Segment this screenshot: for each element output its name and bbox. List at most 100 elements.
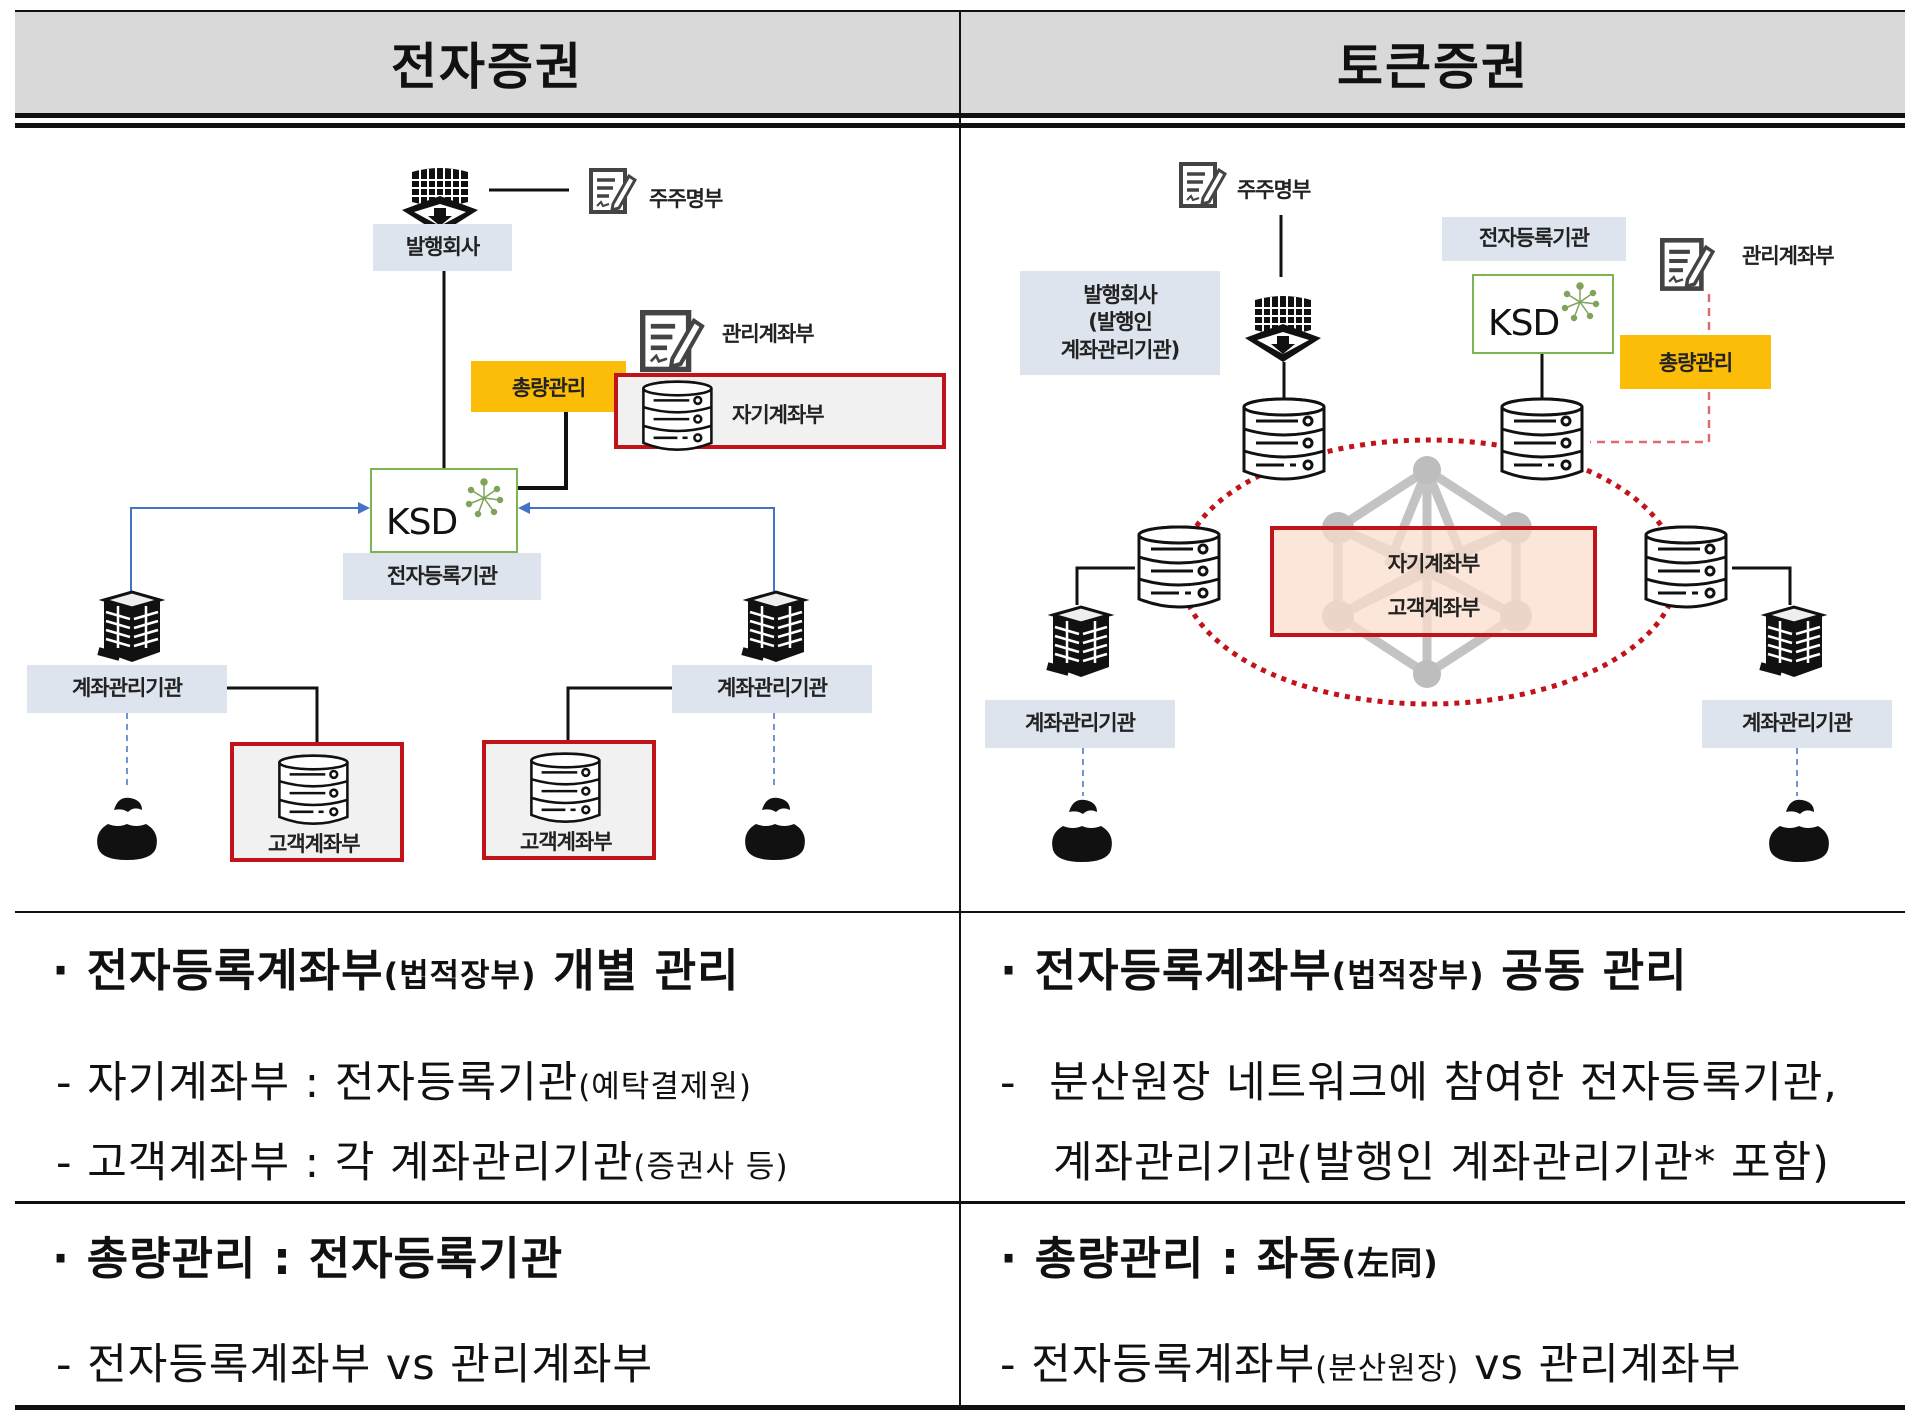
left-customer-ledger-db-icon <box>278 754 349 825</box>
r-ksd-logo-icon <box>1561 282 1600 322</box>
r-right-account-manager-building-icon <box>1757 605 1824 679</box>
r-left-investor-person-icon <box>1052 799 1112 862</box>
left-account-manager-label: 계좌관리기관 <box>27 665 227 713</box>
r-right-account-manager-label: 계좌관리기관 <box>1702 700 1892 748</box>
left-investor-person-icon <box>97 797 157 860</box>
heading-paren: (법적장부) <box>383 956 537 994</box>
r-ksd-box: KSD <box>1472 274 1614 354</box>
item-main: 전자등록계좌부 <box>1031 1340 1316 1390</box>
item-text: 전자등록계좌부 vs 관리계좌부 <box>87 1340 654 1390</box>
header-title-token-securities: 토큰증권 <box>1337 37 1529 96</box>
right-manager-to-customer-ledger-line <box>566 686 672 740</box>
row-separator-2 <box>15 1201 1905 1204</box>
r-management-ledger-icon <box>1660 238 1715 291</box>
row2-left-heading: · 총량관리 : 전자등록기관 <box>52 1222 563 1287</box>
row1-right-item-line2: 계좌관리기관(발행인 계좌관리기관* 포함) <box>1053 1128 1830 1190</box>
r-shareholder-register-label: 주주명부 <box>1237 178 1311 202</box>
dash: - <box>56 1340 73 1390</box>
ksd-logo-icon <box>465 478 504 518</box>
r-right-investor-person-icon <box>1769 799 1829 862</box>
r-left-account-manager-label: 계좌관리기관 <box>985 700 1175 748</box>
registry-label: 전자등록기관 <box>343 553 541 600</box>
row1-left-item-1: - 자기계좌부 : 전자등록기관(예탁결제원) <box>56 1048 752 1110</box>
left-connectors <box>126 188 775 790</box>
left-manager-to-customer-ledger-line <box>227 686 319 742</box>
dash: - <box>56 1058 73 1108</box>
heading-paren: (법적장부) <box>1331 956 1485 994</box>
r-total-management-badge: 총량관리 <box>1620 335 1771 389</box>
row1-left-heading: · 전자등록계좌부(법적장부) 개별 관리 <box>52 934 740 999</box>
right-arrowhead <box>518 502 530 514</box>
right-manager-to-ksd-arrow <box>526 507 775 591</box>
header-left: 전자증권 <box>15 12 959 113</box>
row-separator-1 <box>15 911 1905 913</box>
item-line1: 분산원장 네트워크에 참여한 전자등록기관, <box>1049 1058 1838 1108</box>
r-registry-label: 전자등록기관 <box>1442 217 1626 261</box>
heading-main: 전자등록계좌부 <box>86 944 384 997</box>
row1-right-heading: · 전자등록계좌부(법적장부) 공동 관리 <box>1000 934 1688 999</box>
shared-ledger-box: 자기계좌부 고객계좌부 <box>1270 526 1597 637</box>
right-account-manager-label: 계좌관리기관 <box>672 665 872 713</box>
right-customer-ledger-db-icon <box>530 752 601 823</box>
item-main: 고객계좌부 : 각 계좌관리기관 <box>87 1138 634 1188</box>
shareholder-register-label: 주주명부 <box>649 187 723 211</box>
item-tail: vs 관리계좌부 <box>1459 1340 1742 1390</box>
left-customer-ledger-label: 고객계좌부 <box>268 832 361 856</box>
heading-paren: (左同) <box>1341 1244 1439 1282</box>
r-ksd-logo-text: KSD <box>1488 303 1560 344</box>
r-issuer-label-line3: 계좌관리기관) <box>1060 337 1181 362</box>
table-top-border <box>15 10 1905 13</box>
r-issuer-label-line1: 발행회사 <box>1083 283 1157 308</box>
ksd-node-db-icon <box>1500 397 1584 481</box>
left-db-to-building-line <box>1075 566 1135 605</box>
right-manager-node-db-icon <box>1644 525 1728 609</box>
right-account-manager-building-icon <box>739 590 806 664</box>
item-paren: (분산원장) <box>1315 1351 1460 1387</box>
heading: 총량관리 : 전자등록기관 <box>86 1232 564 1285</box>
left-manager-node-db-icon <box>1137 525 1221 609</box>
column-divider <box>959 12 961 1408</box>
management-ledger-label: 관리계좌부 <box>722 322 815 346</box>
row1-left-item-2: - 고객계좌부 : 각 계좌관리기관(증권사 등) <box>56 1128 789 1190</box>
shareholder-register-icon <box>589 168 637 214</box>
own-ledger-db-icon <box>642 380 713 451</box>
bullet: · <box>52 944 71 997</box>
left-account-manager-building-icon <box>95 590 162 664</box>
row2-left-item: - 전자등록계좌부 vs 관리계좌부 <box>56 1330 653 1392</box>
header-right: 토큰증권 <box>961 12 1905 113</box>
r-shareholder-register-icon <box>1179 162 1227 208</box>
bullet: · <box>1000 1232 1019 1285</box>
ksd-logo-text: KSD <box>386 502 458 543</box>
right-investor-person-icon <box>745 797 805 860</box>
dash: - <box>1000 1058 1017 1108</box>
right-db-to-building-line <box>1732 566 1792 605</box>
row2-right-heading: · 총량관리 : 좌동(左同) <box>1000 1222 1439 1287</box>
heading-main: 전자등록계좌부 <box>1034 944 1332 997</box>
bullet: · <box>52 1232 71 1285</box>
shared-own-account-ledger-label: 자기계좌부 <box>1387 552 1481 576</box>
shared-customer-ledger-label: 고객계좌부 <box>1387 596 1481 620</box>
left-manager-to-ksd-arrow <box>130 507 362 591</box>
dash: - <box>1000 1340 1017 1390</box>
right-customer-ledger-box: 고객계좌부 <box>482 740 656 860</box>
own-account-ledger-box: 자기계좌부 <box>614 373 946 451</box>
header-title-electronic-securities: 전자증권 <box>391 37 583 96</box>
dash: - <box>56 1138 73 1188</box>
issuer-node-db-icon <box>1242 397 1326 481</box>
r-issuer-building-icon <box>1244 295 1322 363</box>
management-ledger-icon <box>640 310 705 372</box>
item-paren: (예탁결제원) <box>578 1069 752 1105</box>
left-arrowhead <box>358 502 370 514</box>
heading-tail: 공동 관리 <box>1484 944 1688 997</box>
own-account-ledger-label: 자기계좌부 <box>732 403 825 427</box>
r-issuer-label-line2: (발행인 <box>1088 310 1153 335</box>
ksd-box: KSD <box>370 468 518 553</box>
r-issuer-label: 발행회사 (발행인 계좌관리기관) <box>1020 271 1220 375</box>
right-connectors <box>1075 215 1798 796</box>
item-line2: 계좌관리기관(발행인 계좌관리기관* 포함) <box>1053 1138 1830 1188</box>
table-bottom-border <box>15 1405 1905 1410</box>
r-left-account-manager-building-icon <box>1044 605 1111 679</box>
heading-tail: 개별 관리 <box>536 944 740 997</box>
row2-right-item: - 전자등록계좌부(분산원장) vs 관리계좌부 <box>1000 1330 1741 1392</box>
item-paren: (증권사 등) <box>633 1149 789 1185</box>
